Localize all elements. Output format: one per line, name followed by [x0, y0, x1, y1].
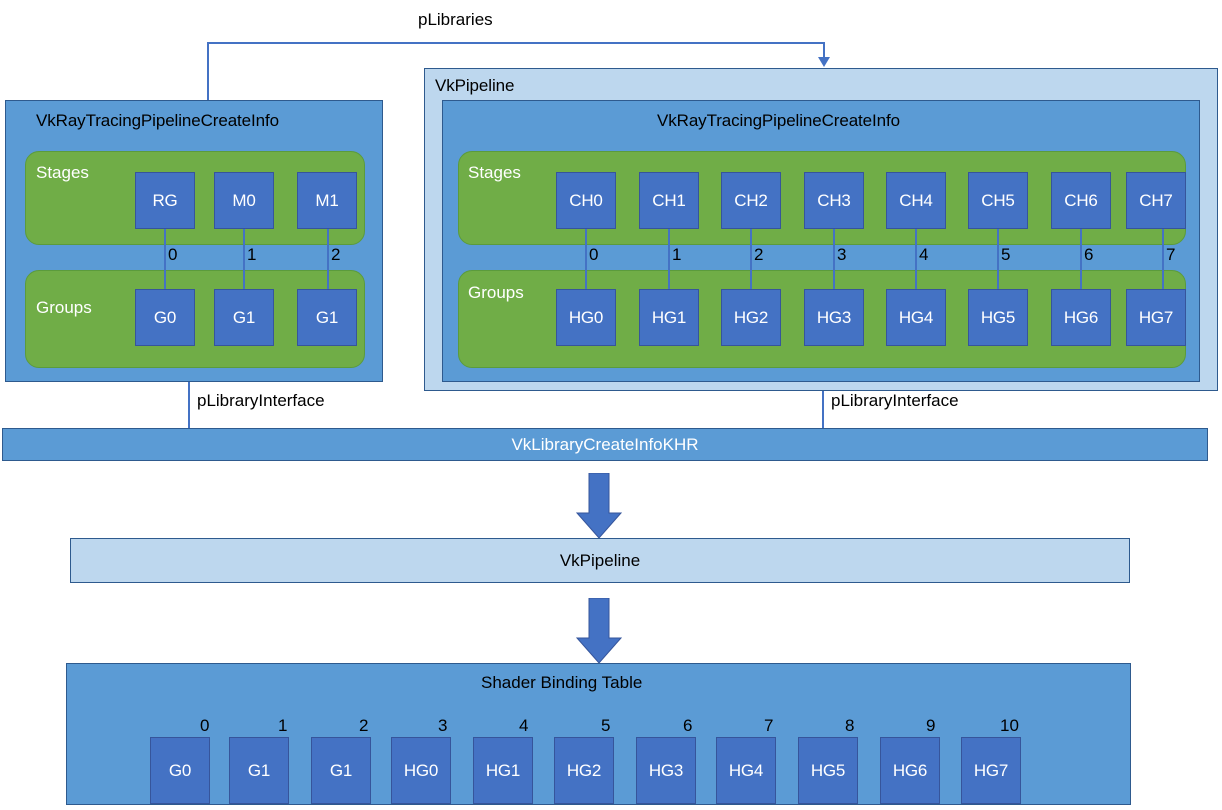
block-arrow-library-to-pipeline	[576, 473, 622, 539]
right-vkpipeline-title: VkPipeline	[435, 76, 515, 95]
right-connector-0	[585, 228, 587, 290]
sbt-chip-2[interactable]: G1	[311, 737, 371, 804]
right-stage-chip-6[interactable]: CH6	[1051, 172, 1111, 229]
right-connector-6	[1080, 228, 1082, 290]
right-stage-chip-0[interactable]: CH0	[556, 172, 616, 229]
sbt-index-9: 9	[926, 716, 936, 735]
sbt-chip-1[interactable]: G1	[229, 737, 289, 804]
sbt-chip-10[interactable]: HG7	[961, 737, 1021, 804]
sbt-chip-6[interactable]: HG3	[636, 737, 696, 804]
sbt-chip-7[interactable]: HG4	[716, 737, 776, 804]
right-group-chip-0[interactable]: HG0	[556, 289, 616, 346]
right-index-1: 1	[672, 245, 682, 264]
right-connector-7	[1162, 228, 1164, 290]
sbt-index-10: 10	[1000, 716, 1019, 735]
left-group-chip-0[interactable]: G0	[135, 289, 195, 346]
right-stages-label: Stages	[468, 163, 521, 182]
right-group-chip-2[interactable]: HG2	[721, 289, 781, 346]
right-group-chip-1[interactable]: HG1	[639, 289, 699, 346]
right-connector-2	[750, 228, 752, 290]
left-connector-0	[164, 228, 166, 290]
p-library-interface-right-label: pLibraryInterface	[831, 391, 959, 410]
right-connector-1	[668, 228, 670, 290]
right-index-2: 2	[754, 245, 764, 264]
sbt-chip-5[interactable]: HG2	[554, 737, 614, 804]
sbt-chip-9[interactable]: HG6	[880, 737, 940, 804]
p-library-interface-left-label: pLibraryInterface	[197, 391, 325, 410]
right-index-3: 3	[837, 245, 847, 264]
right-index-0: 0	[589, 245, 599, 264]
p-library-interface-right-line	[822, 391, 824, 438]
shader-binding-table-title: Shader Binding Table	[481, 673, 643, 692]
sbt-chip-4[interactable]: HG1	[473, 737, 533, 804]
right-stage-chip-4[interactable]: CH4	[886, 172, 946, 229]
sbt-index-3: 3	[438, 716, 448, 735]
p-libraries-horizontal	[207, 42, 825, 44]
right-stage-chip-2[interactable]: CH2	[721, 172, 781, 229]
right-card-title: VkRayTracingPipelineCreateInfo	[657, 111, 900, 130]
sbt-index-1: 1	[278, 716, 288, 735]
right-groups-label: Groups	[468, 283, 524, 302]
sbt-index-4: 4	[519, 716, 529, 735]
left-stage-chip-1[interactable]: M0	[214, 172, 274, 229]
right-connector-5	[997, 228, 999, 290]
sbt-chip-0[interactable]: G0	[150, 737, 210, 804]
sbt-index-8: 8	[845, 716, 855, 735]
library-create-info-bar[interactable]: VkLibraryCreateInfoKHR	[2, 428, 1208, 461]
p-library-interface-left-line	[188, 382, 190, 438]
left-group-chip-2[interactable]: G1	[297, 289, 357, 346]
right-group-chip-6[interactable]: HG6	[1051, 289, 1111, 346]
left-group-chip-1[interactable]: G1	[214, 289, 274, 346]
p-libraries-label: pLibraries	[418, 10, 493, 29]
left-index-0: 0	[168, 245, 178, 264]
right-group-chip-3[interactable]: HG3	[804, 289, 864, 346]
p-libraries-vertical-left	[207, 42, 209, 102]
left-connector-1	[243, 228, 245, 290]
p-libraries-vertical-right	[823, 42, 825, 58]
left-stage-chip-0[interactable]: RG	[135, 172, 195, 229]
right-stage-chip-1[interactable]: CH1	[639, 172, 699, 229]
right-stage-chip-7[interactable]: CH7	[1126, 172, 1186, 229]
right-group-chip-5[interactable]: HG5	[968, 289, 1028, 346]
right-connector-4	[915, 228, 917, 290]
right-index-7: 7	[1166, 245, 1176, 264]
right-stage-chip-5[interactable]: CH5	[968, 172, 1028, 229]
right-index-6: 6	[1084, 245, 1094, 264]
left-stages-label: Stages	[36, 163, 89, 182]
sbt-index-5: 5	[601, 716, 611, 735]
block-arrow-pipeline-to-sbt	[576, 598, 622, 664]
left-index-1: 1	[247, 245, 257, 264]
sbt-index-2: 2	[359, 716, 369, 735]
left-index-2: 2	[331, 245, 341, 264]
sbt-index-6: 6	[683, 716, 693, 735]
vkpipeline-result-bar[interactable]: VkPipeline	[70, 538, 1130, 583]
left-groups-label: Groups	[36, 298, 92, 317]
right-connector-3	[833, 228, 835, 290]
right-stage-chip-3[interactable]: CH3	[804, 172, 864, 229]
right-index-5: 5	[1001, 245, 1011, 264]
sbt-index-7: 7	[764, 716, 774, 735]
sbt-chip-3[interactable]: HG0	[391, 737, 451, 804]
right-group-chip-7[interactable]: HG7	[1126, 289, 1186, 346]
left-stage-chip-2[interactable]: M1	[297, 172, 357, 229]
left-connector-2	[327, 228, 329, 290]
p-libraries-arrowhead	[818, 57, 830, 67]
left-card-title: VkRayTracingPipelineCreateInfo	[36, 111, 279, 130]
sbt-chip-8[interactable]: HG5	[798, 737, 858, 804]
sbt-index-0: 0	[200, 716, 210, 735]
right-index-4: 4	[919, 245, 929, 264]
right-group-chip-4[interactable]: HG4	[886, 289, 946, 346]
